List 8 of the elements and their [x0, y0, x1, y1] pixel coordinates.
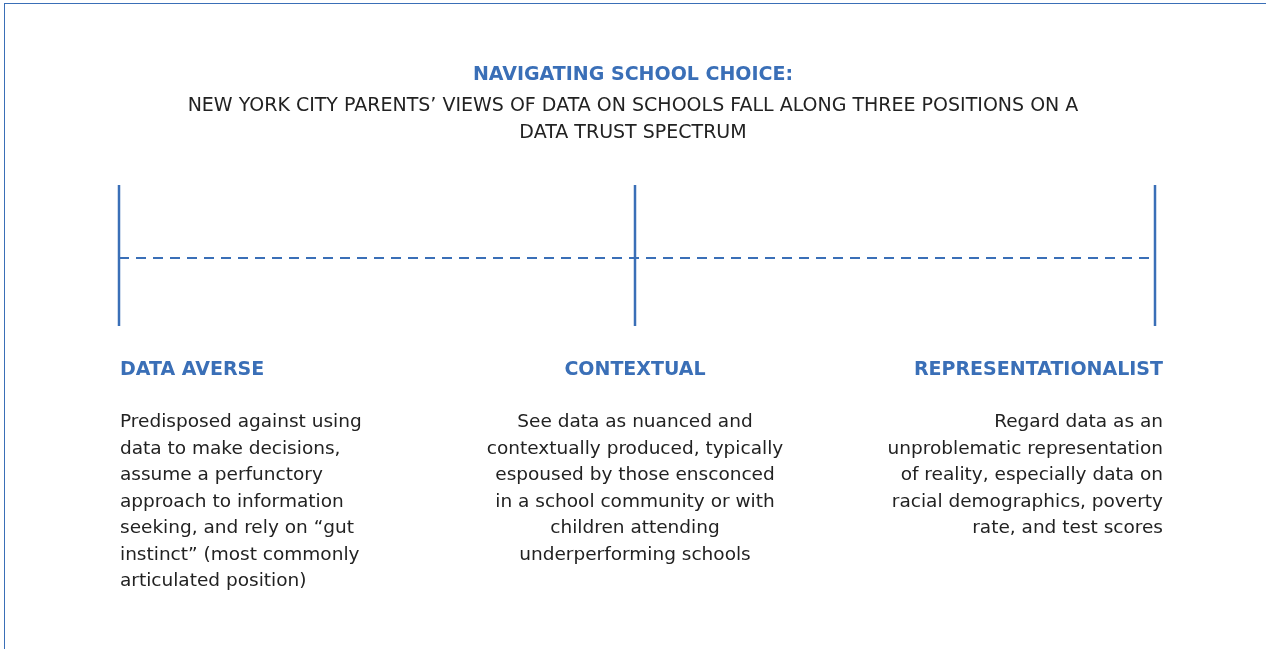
position-description: Regard data as an unproblematic representation of reality, especially data on racial demographics, poverty rate, and test scores: [886, 409, 1163, 539]
subtitle: NEW YORK CITY PARENTS’ VIEWS OF DATA ON SCHOOLS FALL ALONG THREE POSITIONS ON A DATA TRUST SPECTRUM: [186, 92, 1080, 144]
position-heading: CONTEXTUAL: [563, 356, 707, 381]
position-description: See data as nuanced and contextually produced, typically espoused by those ensconced in a school community or with children attending underperforming schools: [485, 409, 785, 566]
position-heading: DATA AVERSE: [120, 356, 266, 381]
position-heading: REPRESENTATIONALIST: [912, 356, 1163, 381]
title: NAVIGATING SCHOOL CHOICE:: [472, 62, 794, 84]
position-description: Predisposed against using data to make decisions, assume a perfunctory approach to information seeking, and rely on “gut instinct” (most commonly articulated position): [120, 409, 363, 592]
